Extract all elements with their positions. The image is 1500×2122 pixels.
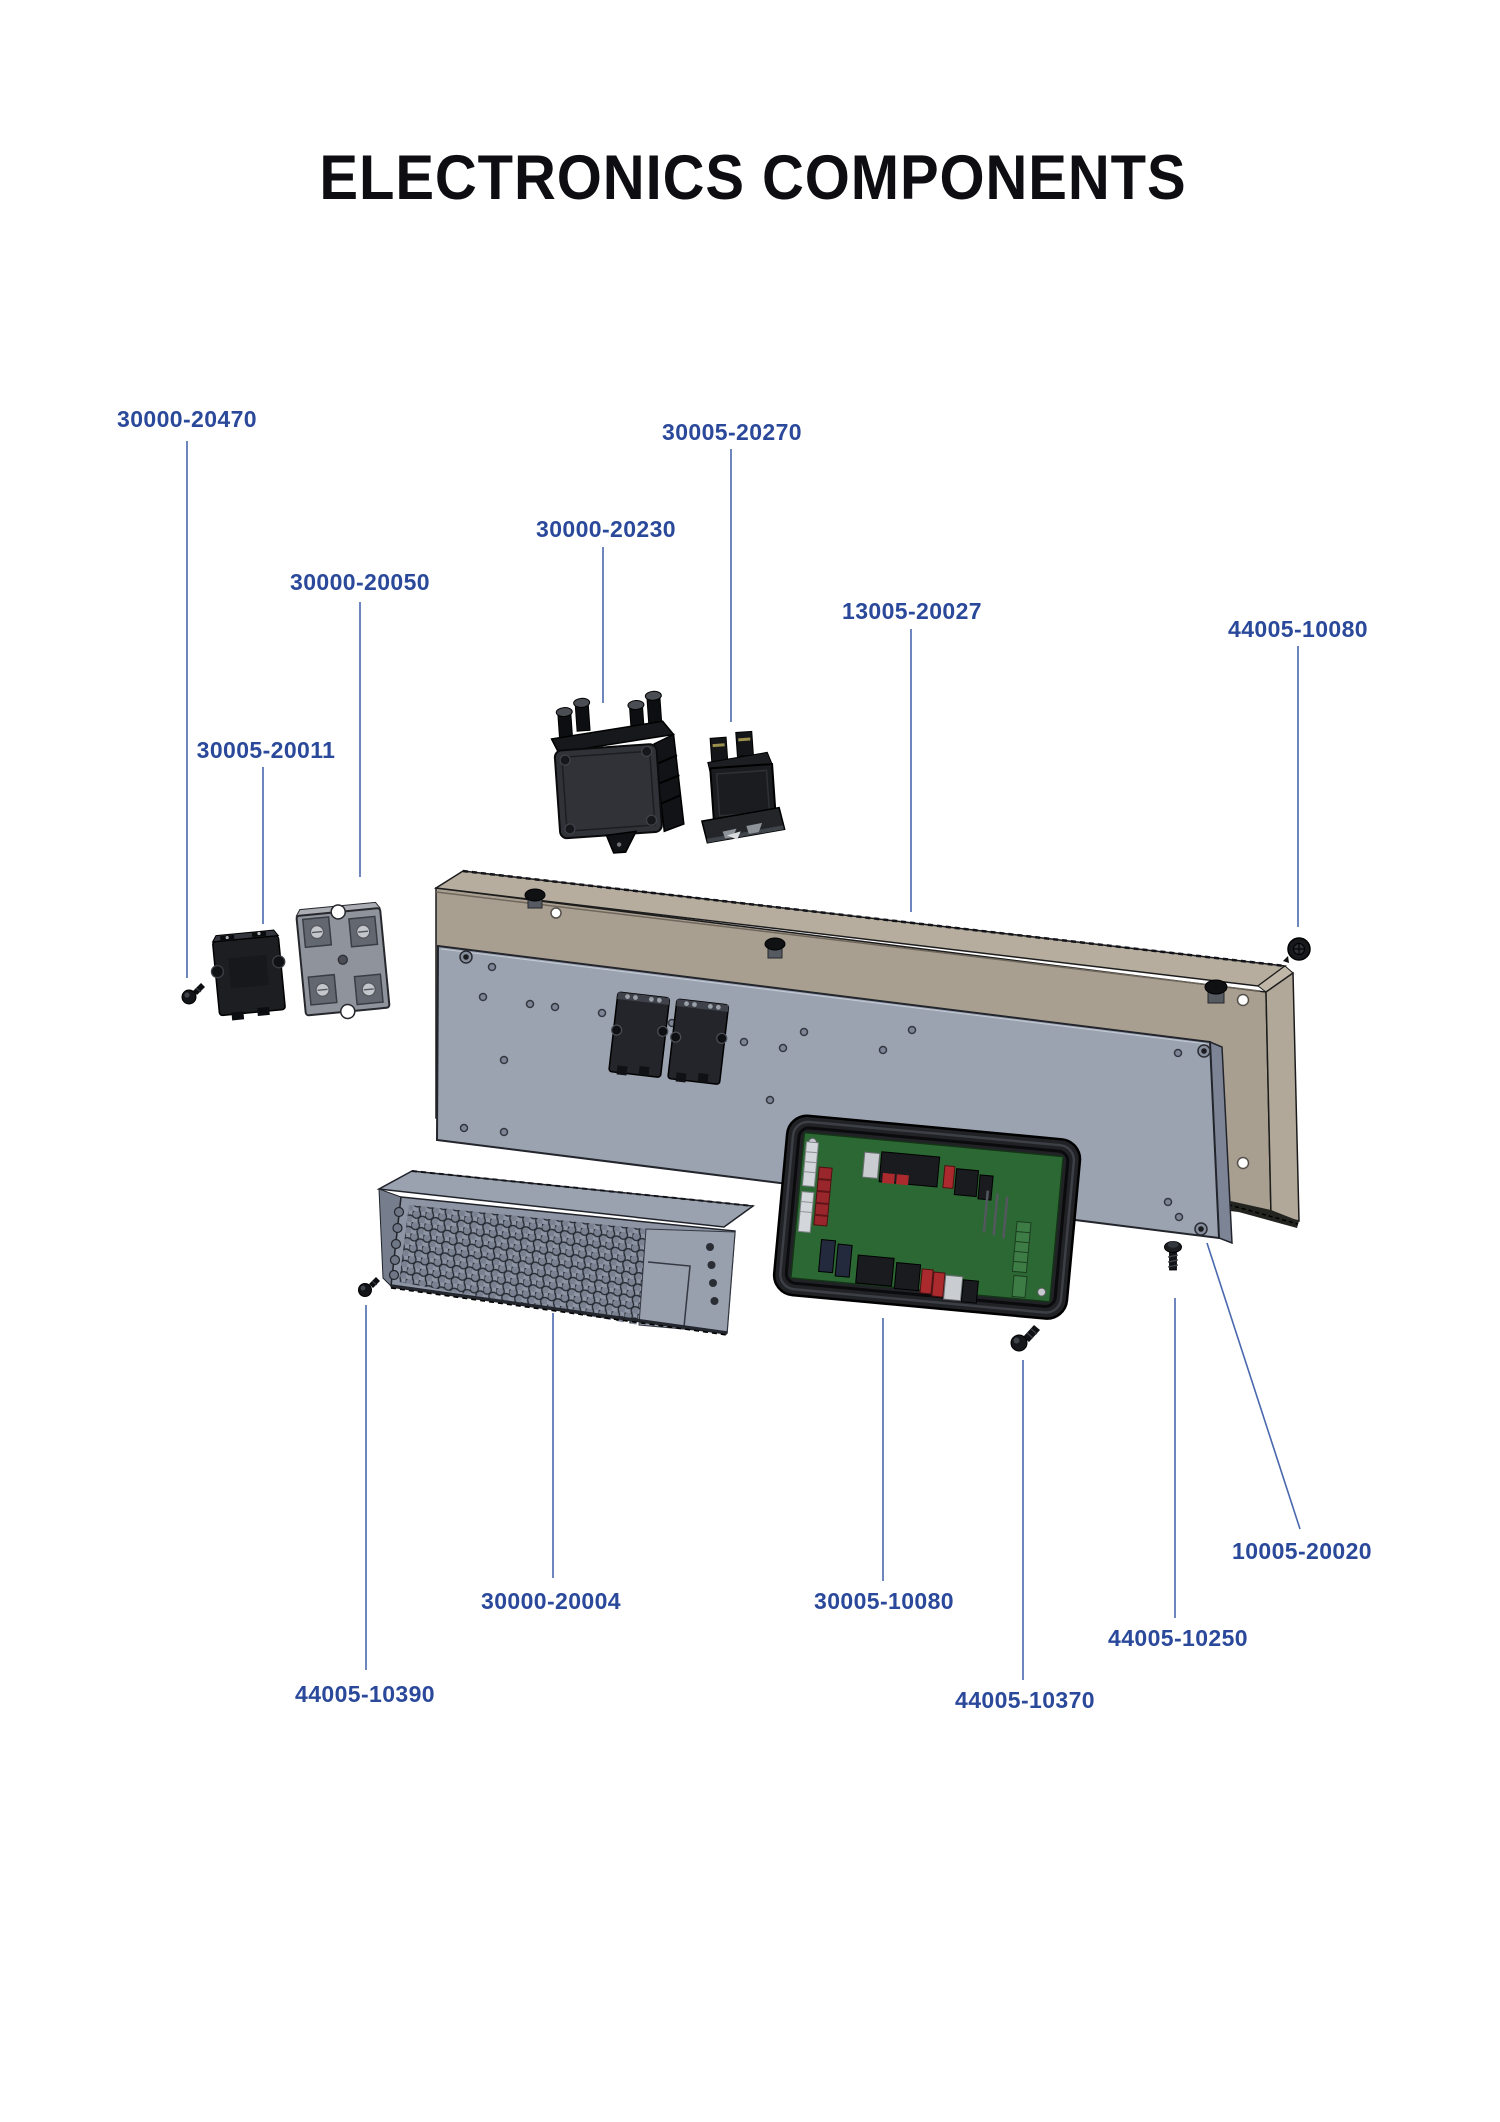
mounted-ssr-module-right xyxy=(667,998,730,1085)
part-label-30000-20004: 30000-20004 xyxy=(481,1588,621,1614)
ssr-gray xyxy=(295,901,391,1020)
screw-small-topleft xyxy=(181,983,205,1005)
power-relay-large xyxy=(550,690,685,854)
part-label-30000-20050: 30000-20050 xyxy=(290,569,430,595)
bracket-hole xyxy=(1236,1156,1250,1170)
part-label-44005-10080: 44005-10080 xyxy=(1228,616,1368,642)
part-label-44005-10390: 44005-10390 xyxy=(295,1681,435,1707)
part-label-30005-10080: 30005-10080 xyxy=(814,1588,954,1614)
plate-corner-screws xyxy=(459,950,1211,1236)
screw-44005-10080 xyxy=(1283,937,1311,963)
part-label-30005-20011: 30005-20011 xyxy=(196,737,336,763)
part-label-44005-10370: 44005-10370 xyxy=(955,1687,1095,1713)
power-relay-small xyxy=(700,730,786,844)
cover-left-hem xyxy=(388,1206,405,1281)
bracket-hole xyxy=(1236,993,1250,1007)
vent-cover xyxy=(376,1170,756,1336)
part-label-30005-20270: 30005-20270 xyxy=(662,419,802,445)
screw-44005-10390 xyxy=(358,1277,380,1297)
flange-bolt xyxy=(524,888,546,909)
bracket-hole xyxy=(550,907,562,919)
mounted-ssr-module-left xyxy=(608,991,671,1078)
part-label-10005-20020: 10005-20020 xyxy=(1232,1538,1372,1564)
leader-lines xyxy=(186,441,1301,1680)
screw-44005-10370 xyxy=(1010,1325,1040,1352)
screw-44005-10250 xyxy=(1164,1241,1182,1271)
leader-10005-20020 xyxy=(1206,1242,1301,1530)
ssr-terminal-recesses xyxy=(301,915,384,1006)
flange-bolt xyxy=(764,937,786,959)
page-title: ELECTRONICS COMPONENTS xyxy=(319,143,1187,213)
vent-perforations xyxy=(399,1205,646,1325)
control-board-enclosure xyxy=(772,1114,1082,1320)
part-label-44005-10250: 44005-10250 xyxy=(1108,1625,1248,1651)
flange-bolt xyxy=(1204,979,1228,1004)
cover-screw-holes xyxy=(706,1243,719,1305)
part-label-30000-20470: 30000-20470 xyxy=(117,406,257,432)
ssr-black xyxy=(210,929,286,1021)
part-label-30000-20230: 30000-20230 xyxy=(536,516,676,542)
part-label-13005-20027: 13005-20027 xyxy=(842,598,982,624)
pcb-connectors xyxy=(797,1141,1032,1304)
